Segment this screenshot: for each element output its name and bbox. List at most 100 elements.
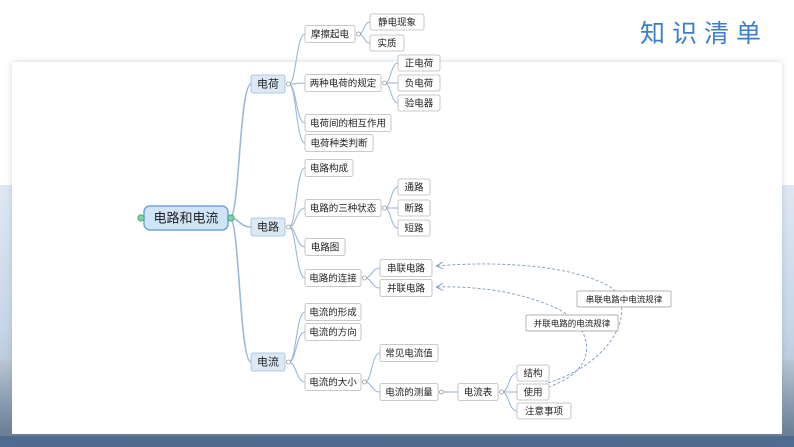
node-label: 电路构成 <box>310 163 349 175</box>
node-negative-charge[interactable]: 负电荷 <box>397 74 441 92</box>
expand-toggle-icon[interactable] <box>286 224 291 230</box>
node-label: 静电现象 <box>378 17 417 29</box>
branch-node-charge[interactable]: 电荷 <box>250 74 286 94</box>
node-label: 电流的方向 <box>309 327 357 339</box>
branch-node-current[interactable]: 电流 <box>250 352 286 372</box>
relation-label-text: 串联电路中电流规律 <box>586 294 663 305</box>
relation-label-series-rule[interactable]: 串联电路中电流规律 <box>576 290 672 308</box>
node-label: 负电荷 <box>405 78 434 90</box>
node-label: 两种电荷的规定 <box>310 78 377 90</box>
node-label: 电路图 <box>311 242 340 254</box>
node-label: 电荷 <box>257 78 279 91</box>
connector-line <box>384 186 399 209</box>
node-label: 短路 <box>404 223 424 235</box>
node-essence[interactable]: 实质 <box>369 34 405 52</box>
node-two-charge-types[interactable]: 两种电荷的规定 <box>304 74 382 92</box>
connector-line <box>384 82 399 104</box>
expand-toggle-icon[interactable] <box>362 379 367 385</box>
node-label: 注意事项 <box>525 406 564 418</box>
background-bottom-strip <box>0 436 794 447</box>
expand-toggle-icon[interactable] <box>227 214 235 222</box>
node-label: 电流的形成 <box>309 307 357 319</box>
connector-line <box>384 62 399 84</box>
node-ammeter-precautions[interactable]: 注意事项 <box>516 402 572 420</box>
node-open-circuit[interactable]: 断路 <box>397 199 431 217</box>
node-electroscope[interactable]: 验电器 <box>397 94 441 112</box>
connector-line <box>288 33 306 85</box>
collapse-toggle-icon[interactable] <box>137 214 145 222</box>
node-label: 并联电路 <box>387 283 426 295</box>
connector-line <box>364 381 381 393</box>
node-positive-charge[interactable]: 正电荷 <box>397 54 441 72</box>
relation-label-text: 并联电路的电流规律 <box>534 318 611 329</box>
page-title: 知识清单 <box>639 19 768 48</box>
node-current-measurement[interactable]: 电流的测量 <box>379 383 439 401</box>
connector-line <box>384 207 399 229</box>
node-label: 验电器 <box>405 98 434 110</box>
node-current-magnitude[interactable]: 电流的大小 <box>304 373 362 391</box>
node-current-formation[interactable]: 电流的形成 <box>304 303 362 321</box>
node-friction-electrification[interactable]: 摩擦起电 <box>304 25 356 43</box>
expand-toggle-icon[interactable] <box>286 359 291 365</box>
connector-line <box>364 267 381 279</box>
node-circuit-diagram[interactable]: 电路图 <box>304 238 346 256</box>
node-electrostatic-phenomenon[interactable]: 静电现象 <box>369 13 425 31</box>
relation-line <box>437 264 623 384</box>
node-label: 电路和电流 <box>153 211 218 227</box>
node-circuit-connection[interactable]: 电路的连接 <box>304 269 362 287</box>
node-current-direction[interactable]: 电流的方向 <box>304 323 362 341</box>
node-label: 电流 <box>257 355 279 369</box>
relation-line <box>437 287 588 388</box>
connector-line <box>501 372 518 393</box>
node-label: 电流表 <box>464 387 493 399</box>
node-short-circuit[interactable]: 短路 <box>397 219 431 237</box>
expand-toggle-icon[interactable] <box>382 80 387 86</box>
connector-line <box>288 82 306 85</box>
node-label: 电荷种类判断 <box>310 138 368 150</box>
connector-line <box>364 352 381 383</box>
node-circuit-composition[interactable]: 电路构成 <box>304 159 354 177</box>
node-label: 串联电路 <box>387 263 426 275</box>
node-charge-interaction[interactable]: 电荷间的相互作用 <box>304 114 392 132</box>
node-parallel-circuit[interactable]: 并联电路 <box>379 279 433 297</box>
node-label: 电路 <box>257 221 279 234</box>
node-label: 实质 <box>377 38 397 50</box>
expand-toggle-icon[interactable] <box>286 81 291 87</box>
expand-toggle-icon[interactable] <box>439 389 444 395</box>
connector-line <box>288 83 306 144</box>
relation-label-parallel-rule[interactable]: 并联电路的电流规律 <box>525 314 619 332</box>
root-node[interactable]: 电路和电流 <box>143 205 229 231</box>
node-label: 结构 <box>523 368 542 380</box>
expand-toggle-icon[interactable] <box>356 31 361 37</box>
connector-line <box>364 277 381 289</box>
connector-line <box>501 391 518 412</box>
node-label: 电流的测量 <box>385 387 433 399</box>
node-closed-circuit[interactable]: 通路 <box>397 178 431 196</box>
node-circuit-three-states[interactable]: 电路的三种状态 <box>304 199 382 217</box>
node-label: 正电荷 <box>405 58 434 70</box>
connector-line <box>358 33 371 44</box>
connector-line <box>358 21 371 35</box>
connector-line <box>288 361 306 383</box>
node-series-circuit[interactable]: 串联电路 <box>379 259 433 277</box>
expand-toggle-icon[interactable] <box>499 389 504 395</box>
node-label: 电路的三种状态 <box>310 203 377 215</box>
node-charge-type-judgment[interactable]: 电荷种类判断 <box>304 134 374 152</box>
branch-node-circuit[interactable]: 电路 <box>250 217 286 237</box>
node-ammeter-structure[interactable]: 结构 <box>516 364 550 382</box>
expand-toggle-icon[interactable] <box>362 275 367 281</box>
node-label: 电路的连接 <box>309 273 357 285</box>
node-ammeter-usage[interactable]: 使用 <box>516 383 550 401</box>
connector-line <box>288 167 306 228</box>
connector-line <box>288 311 306 363</box>
connector-line <box>288 226 306 279</box>
node-ammeter[interactable]: 电流表 <box>457 383 499 401</box>
node-label: 电流的大小 <box>309 377 357 389</box>
node-common-current-values[interactable]: 常见电流值 <box>379 344 439 362</box>
node-label: 断路 <box>404 203 424 215</box>
node-label: 电荷间的相互作用 <box>310 118 386 130</box>
node-label: 使用 <box>523 387 542 399</box>
expand-toggle-icon[interactable] <box>382 205 387 211</box>
node-label: 摩擦起电 <box>311 29 350 41</box>
